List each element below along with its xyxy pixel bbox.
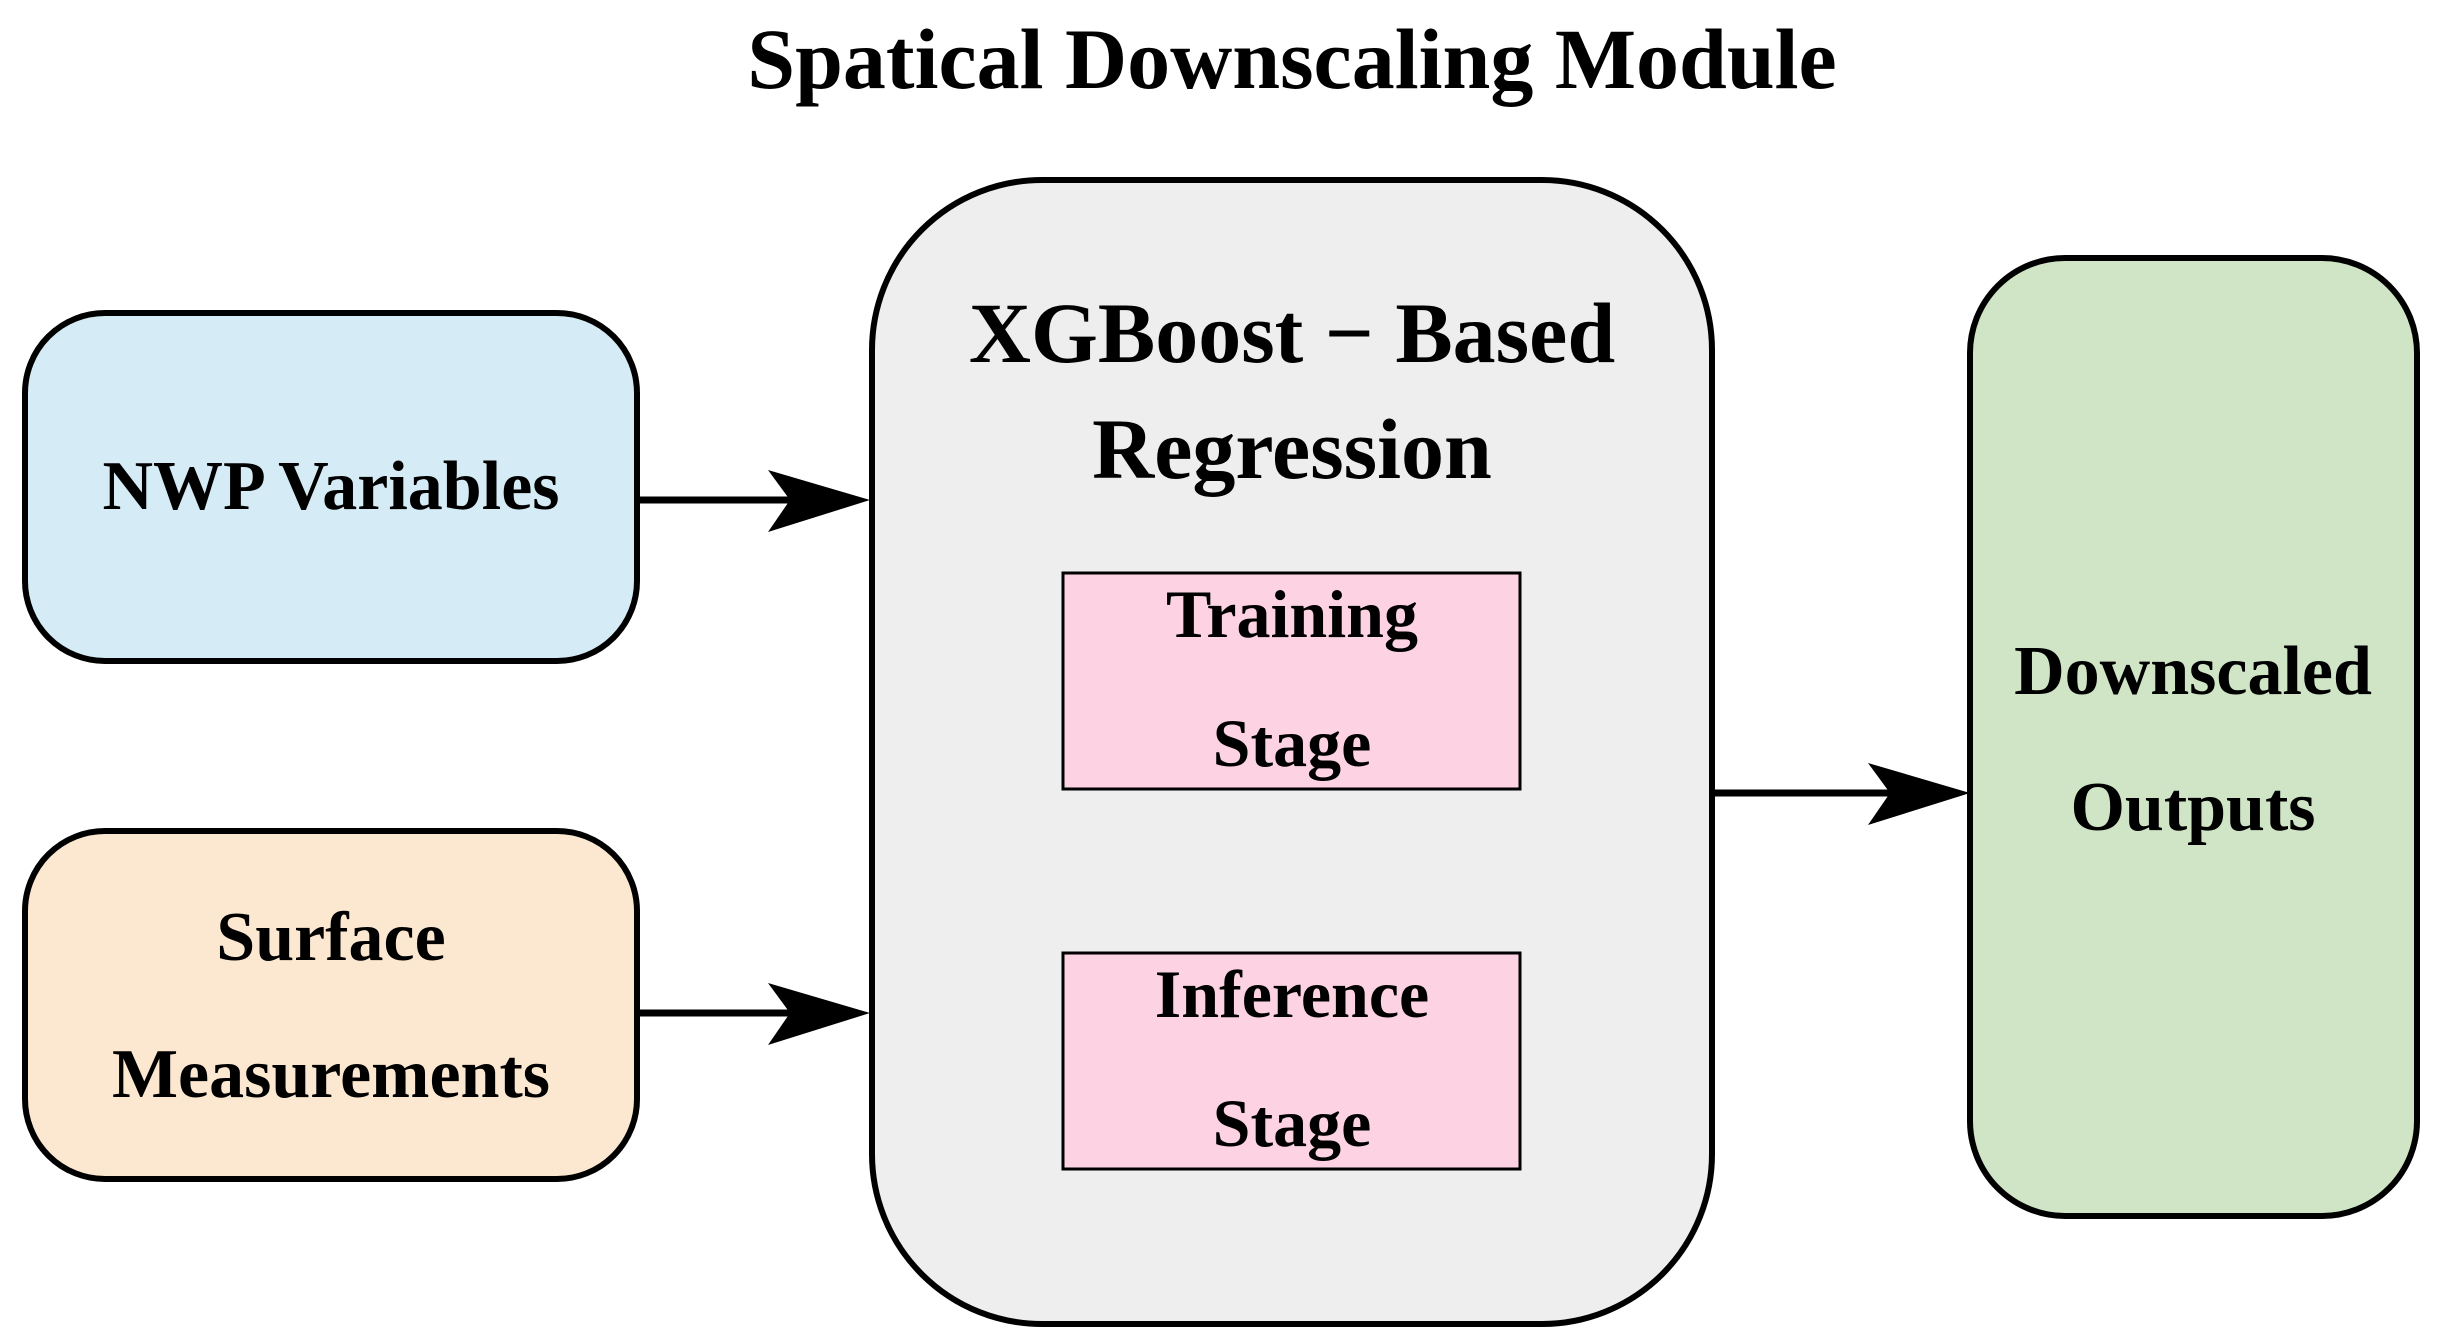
input-surface-measurements: Surface Measurements bbox=[22, 828, 640, 1182]
training-stage-label-line-1: Training bbox=[1166, 576, 1418, 652]
input-nwp-variables: NWP Variables bbox=[22, 310, 640, 664]
arrowhead-model-to-output bbox=[1868, 763, 1970, 825]
nwp-variables-box bbox=[22, 310, 640, 664]
surface-measurements-label-line-2: Measurements bbox=[112, 1036, 550, 1113]
training-stage-label-line-2: Stage bbox=[1213, 705, 1372, 781]
output-box bbox=[1967, 255, 2420, 1219]
model-xgboost-regression: XGBoost − Based Regression Training Stag… bbox=[869, 177, 1715, 1327]
stage-inference: Inference Stage bbox=[1061, 951, 1522, 1171]
inference-stage-box bbox=[1061, 951, 1522, 1171]
arrowhead-nwp-to-model bbox=[768, 470, 870, 532]
inference-stage-label-line-2: Stage bbox=[1213, 1085, 1372, 1161]
output-downscaled: Downscaled Outputs bbox=[1967, 255, 2420, 1219]
diagram-title: Spatical Downscaling Module bbox=[747, 11, 1836, 107]
surface-measurements-box bbox=[22, 828, 640, 1182]
stage-training: Training Stage bbox=[1061, 571, 1522, 791]
model-label-line-1: XGBoost − Based bbox=[969, 285, 1615, 381]
arrowhead-surface-to-model bbox=[768, 983, 870, 1045]
training-stage-box bbox=[1061, 571, 1522, 791]
surface-measurements-label-line-1: Surface bbox=[216, 899, 445, 976]
output-label-line-1: Downscaled bbox=[2014, 633, 2372, 710]
nwp-variables-label: NWP Variables bbox=[102, 448, 559, 525]
model-label-line-2: Regression bbox=[1092, 401, 1492, 497]
inference-stage-label-line-1: Inference bbox=[1155, 956, 1429, 1032]
arrows bbox=[638, 470, 1970, 1045]
output-label-line-2: Outputs bbox=[2070, 769, 2315, 846]
